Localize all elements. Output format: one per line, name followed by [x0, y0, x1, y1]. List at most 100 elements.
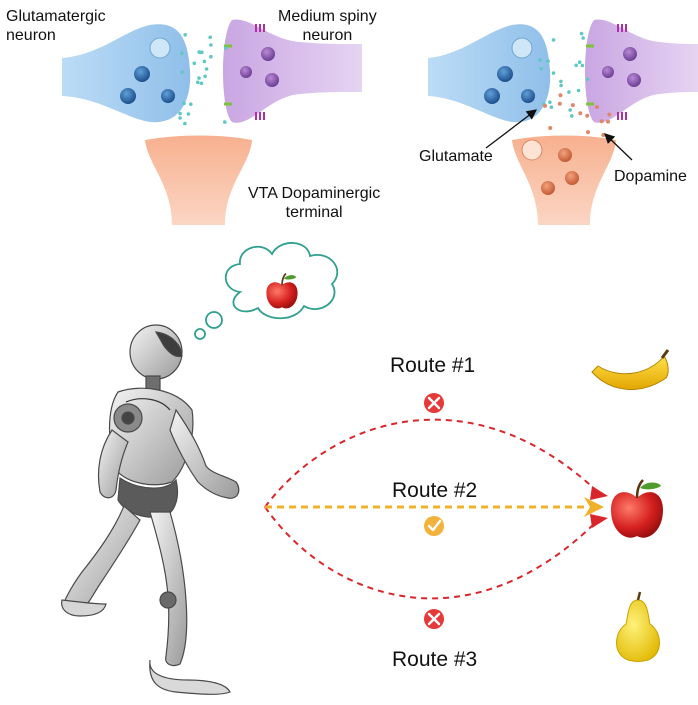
vesicle [149, 37, 171, 59]
glutamate-dot [203, 74, 207, 79]
route-1-path [264, 418, 601, 508]
vesicle [565, 171, 579, 185]
vesicle [161, 89, 175, 103]
dopamine-dot [599, 119, 604, 124]
pear-icon [616, 591, 660, 662]
glutamate-dot [223, 46, 228, 50]
glutamate-dot [186, 112, 191, 116]
dopamine-dot [557, 101, 562, 106]
robot-icon [61, 324, 240, 695]
dopamine-label: Dopamine [614, 168, 687, 185]
route-1-arrowhead [590, 486, 608, 500]
vta-dopaminergic-terminal-label: VTA Dopaminergic terminal [248, 184, 380, 222]
glutamate-dot [197, 76, 201, 80]
route-3-path [264, 506, 601, 600]
glutamate-dot [183, 121, 187, 126]
glutamatergic-neuron [428, 24, 551, 123]
route-3-arrowhead [590, 514, 608, 528]
dopamine-dot [586, 130, 590, 135]
vesicle [558, 148, 572, 162]
vesicle [602, 66, 614, 78]
glutamatergic-neuron-label-line: neuron [6, 27, 56, 44]
glutamate-dot [204, 67, 209, 71]
route-1-label: Route #1 [390, 354, 476, 377]
glutamate-dot [585, 77, 590, 82]
route-3-status-icon cross-icon [424, 609, 444, 629]
dopamine-dot [578, 111, 583, 116]
glutamate-dot [567, 90, 571, 94]
synapse-panel-left [62, 19, 362, 225]
dopamine-dot [558, 93, 563, 98]
glutamate-dot [198, 50, 203, 55]
synapse-panel-right [428, 19, 698, 225]
vesicle [497, 66, 513, 82]
dopamine-dot [607, 112, 612, 117]
dopamine-dot [543, 103, 547, 108]
vta-dopaminergic-terminal-label-line: terminal [285, 204, 343, 221]
glutamate-dot [183, 33, 187, 37]
glutamate-dot [209, 43, 213, 47]
glutamate-label: Glutamate [419, 148, 493, 165]
glutamate-dot [208, 35, 212, 40]
dopamine-dot [570, 103, 575, 108]
banana-icon [591, 349, 670, 390]
glutamate-dot [538, 58, 542, 62]
route-2-label: Route #2 [392, 479, 478, 502]
glutamate-dot [577, 60, 582, 64]
dopamine-dot [594, 105, 599, 109]
vesicle [541, 181, 555, 195]
glutamate-dot [209, 54, 213, 59]
medium-spiny-neuron [223, 19, 362, 123]
vesicle [511, 37, 533, 59]
receptor [224, 44, 232, 106]
glutamate-dots [178, 33, 228, 126]
vesicle [134, 66, 150, 82]
glutamate-dot [202, 59, 207, 64]
glutamatergic-neuron-label-line: Glutamatergic [6, 8, 106, 25]
receptor [255, 24, 265, 120]
thought-bubble [194, 242, 339, 340]
glutamatergic-neuron-label: Glutamatergic neuron [6, 7, 106, 45]
apple-icon [611, 479, 663, 538]
dopamine-pointer [604, 133, 633, 161]
route-2-status-icon check-icon [424, 516, 444, 536]
medium-spiny-neuron-label: Medium spiny neuron [278, 7, 377, 45]
glutamate-dots [538, 31, 590, 118]
glutamate-dot [574, 63, 578, 68]
medium-spiny-neuron-label-line: Medium spiny [278, 8, 377, 25]
medium-spiny-neuron [585, 19, 698, 123]
vesicle [240, 66, 252, 78]
vta-dopaminergic-terminal-label-line: VTA Dopaminergic [248, 185, 381, 202]
glutamate-dot [576, 88, 581, 93]
route-2-arrowhead [584, 497, 604, 517]
dopamine-dot [606, 119, 610, 124]
route-1-status-icon cross-icon [424, 393, 444, 413]
vesicle [261, 47, 275, 61]
glutamate-dot [570, 114, 574, 118]
medium-spiny-neuron-label-line: neuron [302, 27, 353, 44]
glutamate-dot [192, 61, 197, 66]
receptor [617, 24, 627, 120]
glutamate-dot [549, 105, 554, 109]
glutamate-pointer [485, 109, 538, 149]
glutamate-dot [581, 36, 585, 40]
glutamate-dot [546, 59, 550, 63]
vta-dopaminergic-terminal [145, 135, 252, 225]
dopamine-dot [548, 126, 553, 130]
dopamine-dot [601, 133, 606, 137]
glutamate-dot [551, 38, 556, 42]
glutamate-dot [539, 66, 543, 71]
glutamate-dot [182, 101, 186, 106]
glutamate-dot [180, 51, 184, 55]
route-paths [264, 418, 608, 600]
glutamate-dot [548, 100, 552, 104]
glutamate-dot [559, 83, 563, 88]
apple-icon [266, 272, 298, 309]
glutamate-dot [178, 111, 182, 116]
glutamate-dot [189, 102, 193, 106]
receptor [586, 44, 594, 106]
glutamate-dot [178, 116, 182, 120]
glutamate-dot [568, 108, 572, 112]
